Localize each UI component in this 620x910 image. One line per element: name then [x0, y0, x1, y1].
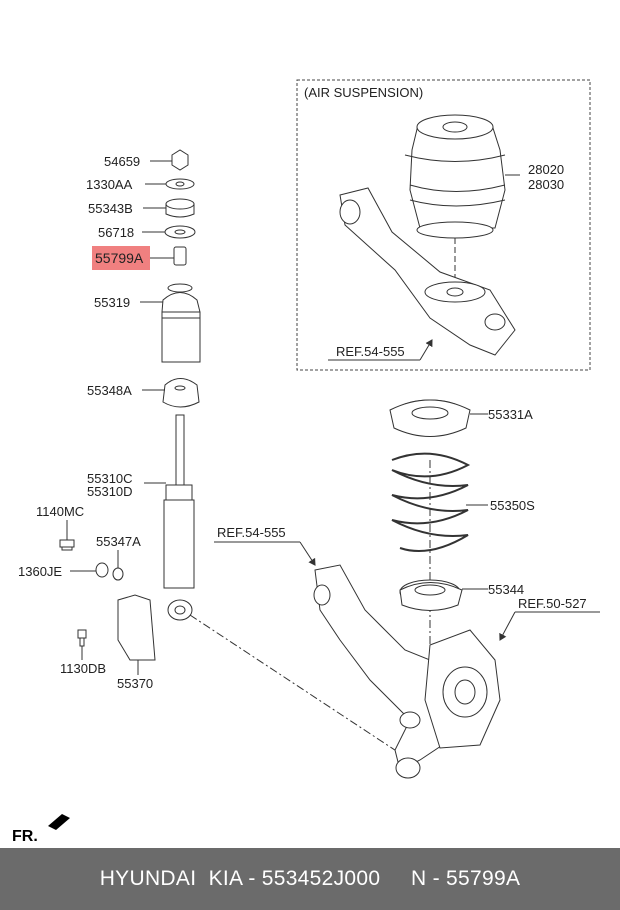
lower-arm-and-knuckle [313, 564, 501, 779]
label-ref-air: REF.54-555 [336, 344, 405, 359]
label-28020: 28020 [528, 162, 564, 177]
label-55799a: 55799A [95, 250, 144, 266]
label-55310d: 55310D [87, 484, 133, 499]
label-55344: 55344 [488, 582, 524, 597]
label-28030: 28030 [528, 177, 564, 192]
front-marker: FR. [12, 828, 38, 845]
label-1140mc: 1140MC [36, 504, 84, 519]
label-ref-main: REF.54-555 [217, 525, 286, 540]
label-1360je: 1360JE [18, 564, 62, 579]
label-56718: 56718 [98, 225, 134, 240]
label-55310c: 55310C [87, 471, 133, 486]
shock-column [59, 149, 201, 661]
label-55348a: 55348A [87, 383, 132, 398]
footer-bar [0, 848, 620, 910]
exploded-suspension-diagram: (AIR SUSPENSION) [12, 79, 600, 845]
highlight-55799a [92, 246, 150, 270]
label-54659: 54659 [104, 154, 140, 169]
front-arrow-icon [48, 814, 70, 830]
label-ref-knuckle: REF.50-527 [518, 596, 587, 611]
lower-arm-air [339, 187, 516, 356]
label-55331a: 55331A [488, 407, 533, 422]
label-55347a: 55347A [96, 534, 141, 549]
air-spring [404, 114, 506, 239]
footer-text: HYUNDAI KIA - 553452J000 N - 55799A [99, 867, 521, 890]
coil-spring-assembly [389, 399, 471, 611]
air-suspension-title: (AIR SUSPENSION) [304, 85, 423, 100]
label-1130db: 1130DB [60, 661, 106, 676]
label-1330aa: 1330AA [86, 177, 133, 192]
leader-lines [66, 160, 600, 675]
label-55319: 55319 [94, 295, 130, 310]
label-55350s: 55350S [490, 498, 535, 513]
air-suspension-box [296, 79, 591, 371]
label-55370: 55370 [117, 676, 153, 691]
label-55343b: 55343B [88, 201, 133, 216]
